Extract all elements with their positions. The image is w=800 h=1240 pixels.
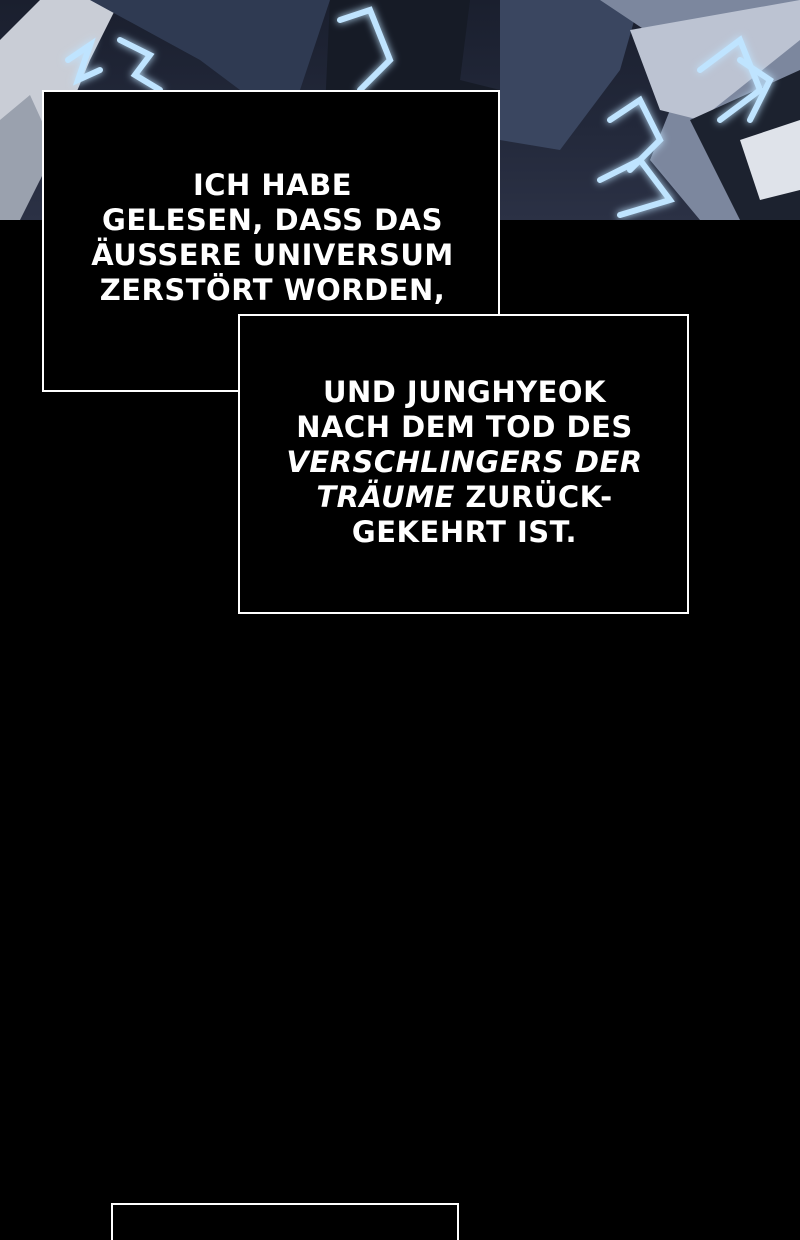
caption-2-line-2: NACH DEM TOD DES bbox=[296, 410, 633, 444]
caption-2-emphasis-2: TRÄUME bbox=[316, 480, 455, 514]
caption-2-text: UND JUNGHYEOK NACH DEM TOD DES VERSCHLIN… bbox=[262, 375, 667, 550]
caption-1-text: ICH HABE GELESEN, DASS DAS ÄUSSERE UNIVE… bbox=[70, 168, 475, 308]
caption-2-line-1: UND JUNGHYEOK bbox=[322, 375, 607, 409]
caption-2-line-5: GEKEHRT IST. bbox=[351, 515, 578, 549]
caption-2-line-4-rest: ZURÜCK- bbox=[454, 480, 613, 514]
caption-2-emphasis-1: VERSCHLINGERS DER bbox=[286, 445, 643, 479]
caption-2-line-3: VERSCHLINGERS DER bbox=[262, 445, 667, 480]
caption-merge-fill bbox=[240, 316, 498, 390]
caption-1-line-2: GELESEN, DASS DAS bbox=[102, 203, 443, 237]
caption-box-3 bbox=[111, 1203, 459, 1240]
caption-1-line-3: ÄUSSERE UNIVERSUM bbox=[91, 238, 454, 272]
caption-1-line-1: ICH HABE bbox=[192, 168, 353, 202]
caption-1-line-4: ZERSTÖRT WORDEN, bbox=[99, 273, 446, 307]
caption-2-line-4: TRÄUME ZURÜCK- bbox=[262, 480, 667, 515]
comic-art-panel bbox=[0, 0, 800, 220]
